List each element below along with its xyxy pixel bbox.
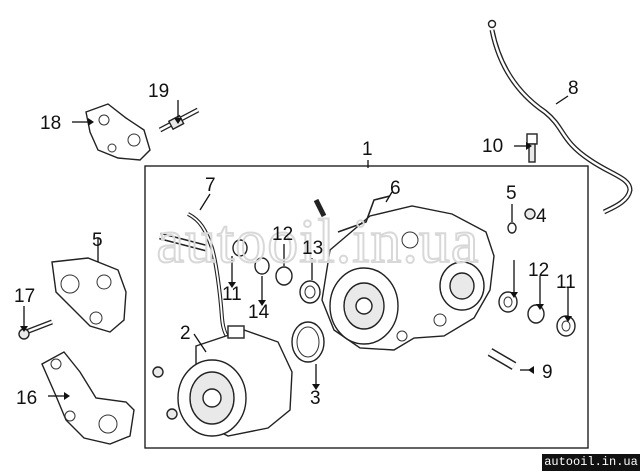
callout-11-right: 11 xyxy=(556,272,576,293)
bracket-pipe xyxy=(313,195,391,233)
seal-right xyxy=(498,291,518,313)
vent-plug xyxy=(526,133,538,163)
leader-arrowheads xyxy=(20,118,572,400)
callout-10: 10 xyxy=(482,136,503,157)
callout-5-right: 5 xyxy=(506,183,517,204)
callout-5-left: 5 xyxy=(92,230,103,251)
seal-13 xyxy=(299,280,321,304)
differential-housing xyxy=(321,205,495,351)
mount-bracket-lower xyxy=(41,351,135,445)
callout-8: 8 xyxy=(568,78,579,99)
sensor-9 xyxy=(487,348,517,370)
oring-11-left xyxy=(232,239,248,257)
oring-12-left xyxy=(275,266,293,286)
bolt-4 xyxy=(524,208,536,220)
site-tag: autoоil.in.ua xyxy=(542,454,640,471)
callouts: 1 2 3 4 5 5 6 7 8 9 10 11 11 12 12 13 14… xyxy=(14,78,579,409)
callout-11-left: 11 xyxy=(222,284,242,305)
bolt-short xyxy=(18,319,53,340)
leader-lines xyxy=(23,95,569,397)
callout-9: 9 xyxy=(542,362,553,383)
callout-19: 19 xyxy=(148,81,169,102)
callout-16: 16 xyxy=(16,388,37,409)
callout-2: 2 xyxy=(180,323,191,344)
pump-motor xyxy=(152,325,293,437)
gasket-ring xyxy=(291,321,325,363)
callout-3: 3 xyxy=(310,388,321,409)
assembly-frame xyxy=(144,165,589,449)
oring-12-right xyxy=(527,304,545,324)
callout-1: 1 xyxy=(362,139,373,160)
oring-14 xyxy=(254,257,270,275)
breather-hose xyxy=(487,19,633,215)
callout-12-left: 12 xyxy=(272,224,293,245)
oring-5-right xyxy=(507,222,517,234)
callout-14: 14 xyxy=(248,302,270,323)
breather-tube xyxy=(159,212,236,346)
mount-bracket-upper xyxy=(85,103,151,161)
callout-18: 18 xyxy=(40,113,61,134)
callout-12-right: 12 xyxy=(528,260,549,281)
mount-bracket-left xyxy=(51,257,127,333)
callout-13: 13 xyxy=(302,238,323,259)
callout-4: 4 xyxy=(536,206,547,227)
callout-6: 6 xyxy=(390,178,401,199)
callout-17: 17 xyxy=(14,286,35,307)
watermark-text: autooil.in.ua xyxy=(157,208,480,276)
callout-7: 7 xyxy=(205,175,216,196)
